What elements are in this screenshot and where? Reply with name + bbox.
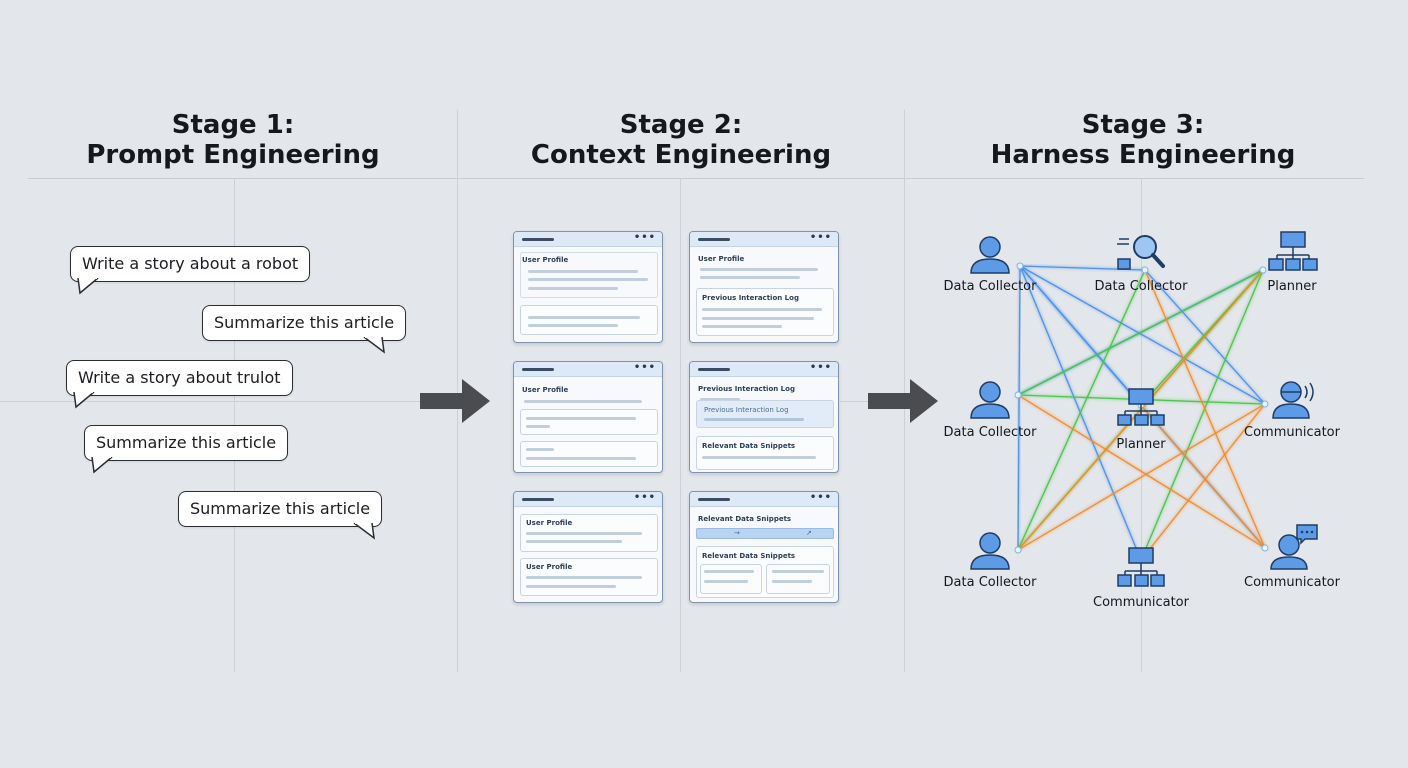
node-label-data-collector: Data Collector xyxy=(943,279,1037,294)
hierarchy-icon xyxy=(1117,547,1165,587)
speaker-person-icon xyxy=(1272,381,1314,419)
link-endpoint xyxy=(1014,391,1022,399)
node-label-communicator: Communicator xyxy=(1244,425,1340,440)
hierarchy-icon xyxy=(1117,388,1165,426)
card-label: User Profile xyxy=(526,519,573,527)
card-section xyxy=(520,252,658,298)
prompt-bubble-4-tail xyxy=(91,457,113,474)
arrow-icon: ↗ xyxy=(806,529,812,537)
more-icon: ••• xyxy=(633,232,656,243)
more-icon: ••• xyxy=(809,232,832,243)
network-link xyxy=(1017,265,1021,551)
card-label: Previous Interaction Log xyxy=(702,294,799,302)
node-label-planner: Planner xyxy=(1116,437,1166,452)
prompt-bubble-3: Write a story about trulot xyxy=(66,360,293,396)
more-icon: ••• xyxy=(809,362,832,373)
grid-h-2 xyxy=(840,401,870,402)
network-link xyxy=(1017,394,1266,549)
card-section xyxy=(520,441,658,467)
column-divider-1 xyxy=(457,110,458,672)
card-label: Previous Interaction Log xyxy=(704,406,789,414)
card-label: Relevant Data Snippets xyxy=(702,552,796,560)
grid-h-1 xyxy=(0,401,420,402)
network-link xyxy=(1140,269,1264,561)
link-endpoint xyxy=(1014,546,1022,554)
card-section xyxy=(696,436,834,470)
context-card-3: ••• User Profile xyxy=(513,361,663,473)
card-header: ••• xyxy=(690,492,838,507)
prompt-bubble-2: Summarize this article xyxy=(202,305,407,341)
network-link xyxy=(1017,269,1264,396)
arrow-stage2-to-stage3 xyxy=(868,379,938,423)
card-label: Relevant Data Snippets xyxy=(702,442,796,450)
more-icon: ••• xyxy=(809,492,832,503)
header-divider xyxy=(28,178,1364,179)
card-section xyxy=(696,400,834,428)
card-header: ••• xyxy=(514,232,662,247)
card-label: User Profile xyxy=(526,563,573,571)
card-section xyxy=(520,305,658,335)
column-divider-2 xyxy=(904,110,905,672)
context-card-6: ••• Relevant Data Snippets → ↗ Relevant … xyxy=(689,491,839,603)
card-section xyxy=(700,564,762,594)
chat-person-icon xyxy=(1270,524,1318,570)
link-endpoint xyxy=(1016,262,1024,270)
hierarchy-icon xyxy=(1268,231,1318,271)
network-link xyxy=(1019,265,1142,406)
grid-v-2 xyxy=(680,178,681,672)
stage-2-title: Stage 2:Context Engineering xyxy=(530,110,832,170)
prompt-bubble-3-tail xyxy=(73,392,95,409)
card-label: Previous Interaction Log xyxy=(698,385,795,393)
card-label: User Profile xyxy=(698,255,745,263)
card-section xyxy=(696,288,834,336)
node-label-communicator: Communicator xyxy=(1093,595,1189,610)
more-icon: ••• xyxy=(633,362,656,373)
prompt-bubble-1-tail xyxy=(77,278,99,295)
node-label-data-collector: Data Collector xyxy=(943,575,1037,590)
link-endpoint xyxy=(1259,266,1267,274)
stage-3-title: Stage 3:Harness Engineering xyxy=(990,110,1296,170)
node-label-communicator: Communicator xyxy=(1244,575,1340,590)
card-section xyxy=(520,409,658,435)
person-icon xyxy=(970,236,1010,274)
prompt-bubble-2-tail xyxy=(363,337,385,354)
context-card-2: ••• User Profile Previous Interaction Lo… xyxy=(689,231,839,343)
network-link xyxy=(1140,403,1266,561)
person-icon xyxy=(970,532,1010,570)
network-link xyxy=(1019,265,1266,405)
stage-1-title: Stage 1:Prompt Engineering xyxy=(86,110,380,170)
network-link xyxy=(1017,269,1146,551)
prompt-bubble-1: Write a story about a robot xyxy=(70,246,311,282)
link-endpoint xyxy=(1261,544,1269,552)
person-icon xyxy=(970,381,1010,419)
card-section xyxy=(766,564,830,594)
prompt-bubble-5-tail xyxy=(353,523,375,540)
magnifier-icon xyxy=(1117,235,1165,270)
node-label-planner: Planner xyxy=(1267,279,1317,294)
context-card-1: ••• User Profile xyxy=(513,231,663,343)
arrow-icon: → xyxy=(734,529,740,537)
arrow-stage1-to-stage2 xyxy=(420,379,490,423)
network-link xyxy=(1140,404,1266,549)
card-label: User Profile xyxy=(522,256,569,264)
node-label-data-collector: Data Collector xyxy=(1094,279,1188,294)
progress-bar xyxy=(696,528,834,539)
link-endpoint xyxy=(1141,266,1149,274)
card-label: User Profile xyxy=(522,386,569,394)
card-header: ••• xyxy=(514,362,662,377)
context-card-4: ••• Previous Interaction Log Previous In… xyxy=(689,361,839,473)
prompt-bubble-4: Summarize this article xyxy=(84,425,289,461)
more-icon: ••• xyxy=(633,492,656,503)
link-endpoint xyxy=(1261,400,1269,408)
card-header: ••• xyxy=(690,232,838,247)
card-header: ••• xyxy=(690,362,838,377)
prompt-bubble-5: Summarize this article xyxy=(178,491,383,527)
network-link xyxy=(1017,403,1266,551)
network-link xyxy=(1144,269,1266,549)
context-card-5: ••• User Profile User Profile xyxy=(513,491,663,603)
card-header: ••• xyxy=(514,492,662,507)
card-label: Relevant Data Snippets xyxy=(698,515,792,523)
node-label-data-collector: Data Collector xyxy=(943,425,1037,440)
